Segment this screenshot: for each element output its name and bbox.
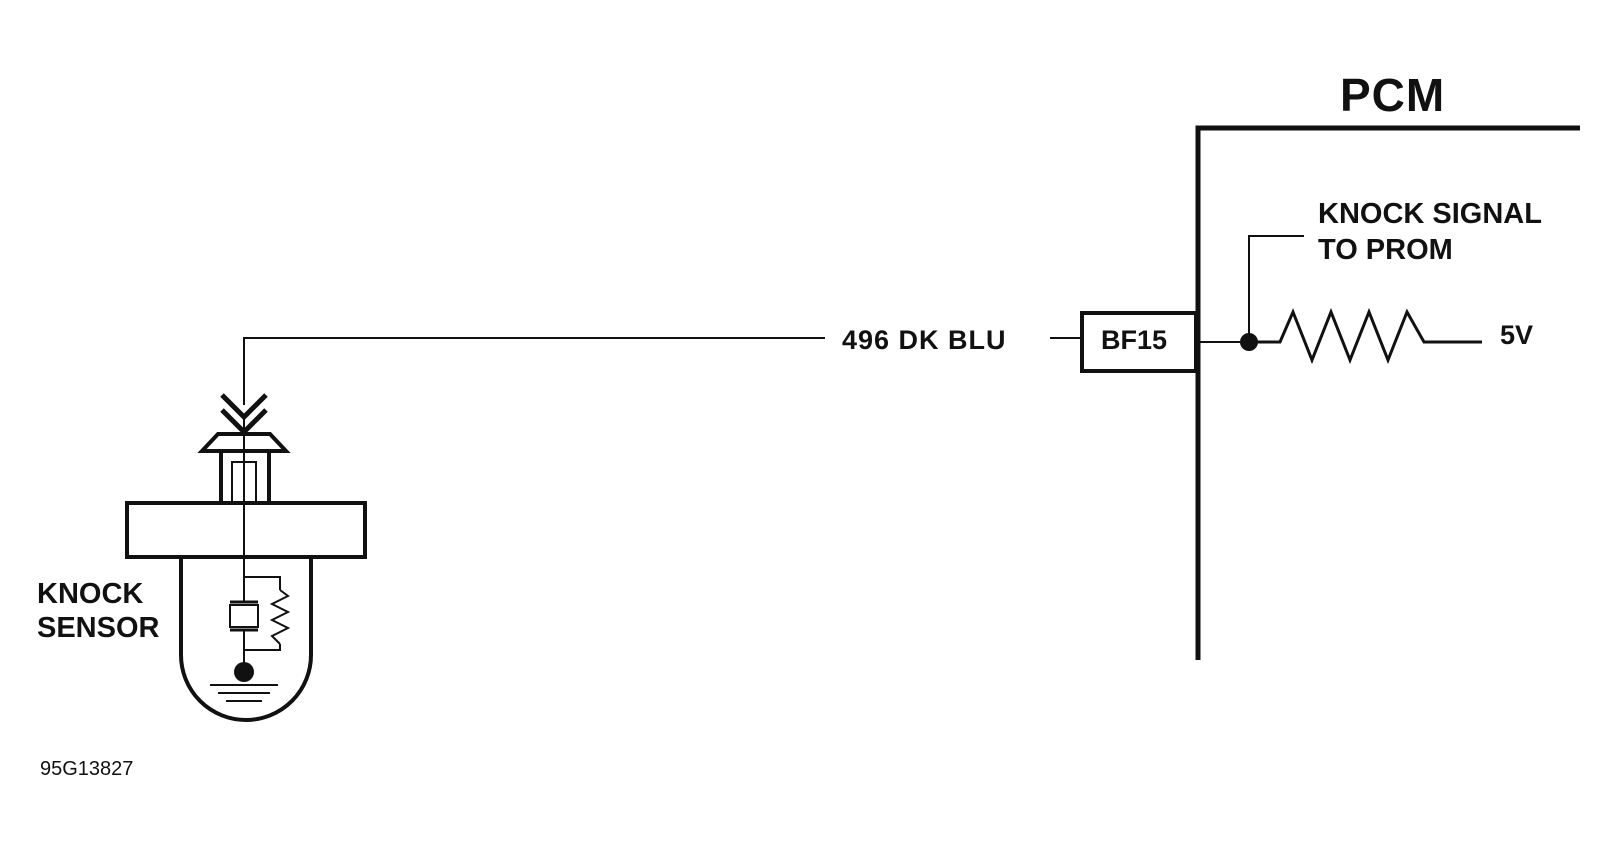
wire-label: 496 DK BLU	[842, 325, 1007, 355]
voltage-label: 5V	[1500, 320, 1534, 350]
sensor-flange	[125, 501, 367, 559]
knock-sensor-label: KNOCK SENSOR	[37, 577, 159, 645]
figure-code: 95G13827	[40, 758, 134, 780]
knock-signal-label-line1: KNOCK SIGNAL	[1318, 198, 1542, 230]
pcm-boundary-line	[1195, 125, 1580, 660]
signal-wire	[243, 337, 825, 405]
sensor-resistor	[269, 589, 291, 645]
connector-pin-label: BF15	[1101, 325, 1168, 355]
pullup-resistor	[1248, 307, 1482, 365]
piezo-branch-wire	[244, 576, 281, 590]
piezo-crystal	[229, 604, 259, 628]
sensor-housing	[179, 557, 313, 722]
pcm-label: PCM	[1340, 69, 1446, 121]
sensor-resistor-return	[244, 644, 281, 651]
knock-signal-label-line2: TO PROM	[1318, 234, 1453, 266]
knock-signal-label: KNOCK SIGNAL TO PROM	[1318, 196, 1542, 268]
junction-dot	[1240, 333, 1258, 351]
knock-sensor-label-line2: SENSOR	[37, 612, 160, 644]
knock-sensor-label-line1: KNOCK	[37, 578, 144, 610]
ground-junction-dot	[234, 662, 254, 682]
signal-tap-line	[1248, 235, 1304, 342]
connector-box	[1080, 311, 1198, 373]
